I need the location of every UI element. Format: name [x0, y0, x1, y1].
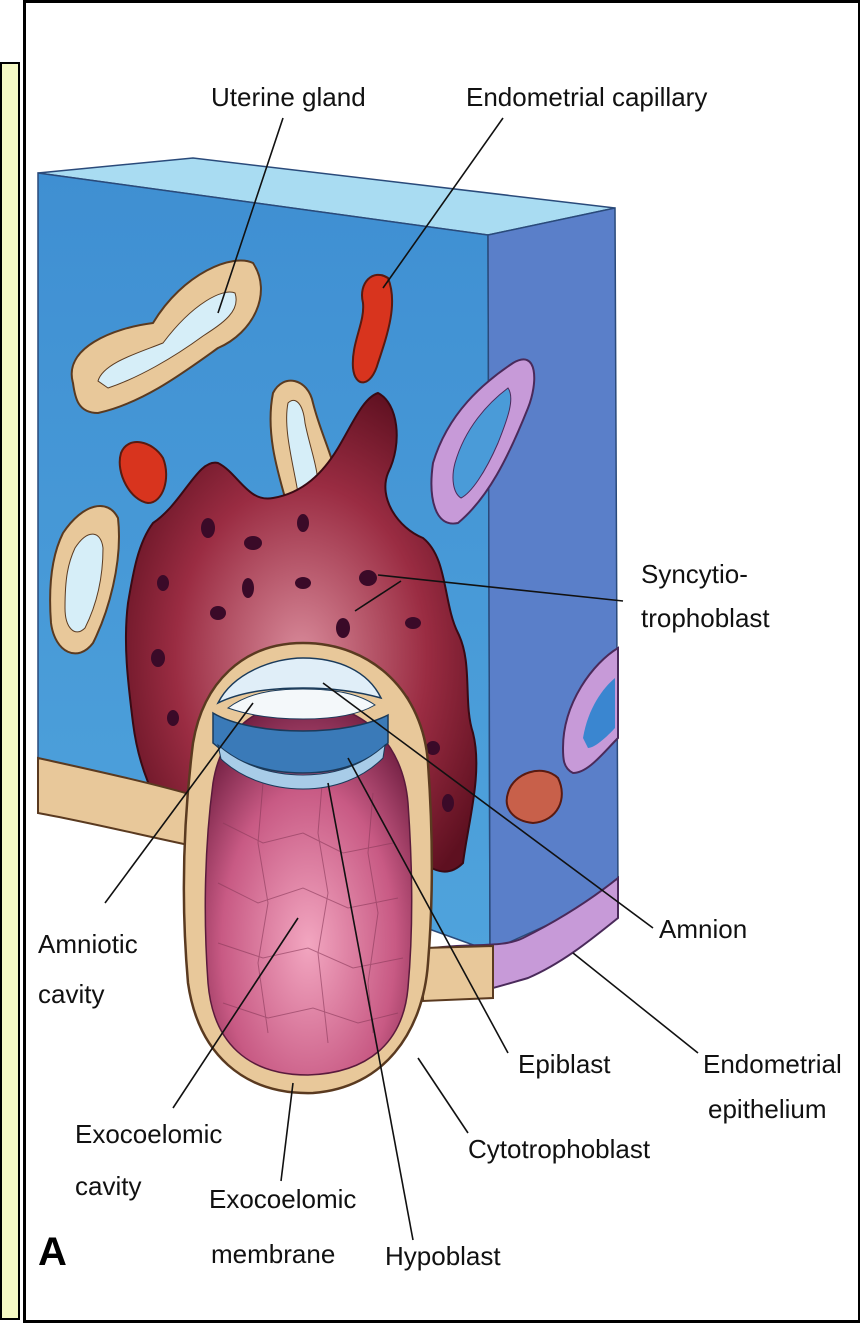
label-epiblast: Epiblast — [518, 1049, 611, 1079]
label-exocoelomic-cavity-2: cavity — [75, 1171, 141, 1201]
implantation-diagram: Uterine gland Endometrial capillary Sync… — [26, 3, 860, 1323]
label-exocoelomic-cavity-1: Exocoelomic — [75, 1119, 222, 1149]
tissue-block-side — [488, 208, 618, 951]
label-hypoblast: Hypoblast — [385, 1241, 501, 1271]
left-side-panel — [0, 62, 20, 1320]
label-endometrial-epithelium-2: epithelium — [708, 1094, 827, 1124]
label-exocoelomic-membrane-2: membrane — [211, 1239, 335, 1269]
label-amnion: Amnion — [659, 914, 747, 944]
label-endometrial-capillary: Endometrial capillary — [466, 82, 707, 112]
label-cytotrophoblast: Cytotrophoblast — [468, 1134, 651, 1164]
label-uterine-gland: Uterine gland — [211, 82, 366, 112]
label-amniotic-cavity-2: cavity — [38, 979, 104, 1009]
label-amniotic-cavity-1: Amniotic — [38, 929, 138, 959]
panel-letter: A — [38, 1230, 67, 1274]
epithelium-junction — [423, 946, 493, 1001]
label-endometrial-epithelium-1: Endometrial — [703, 1049, 842, 1079]
label-syncytiotrophoblast-1: Syncytio- — [641, 559, 748, 589]
label-exocoelomic-membrane-1: Exocoelomic — [209, 1184, 356, 1214]
label-syncytiotrophoblast-2: trophoblast — [641, 603, 770, 633]
figure-frame: Uterine gland Endometrial capillary Sync… — [23, 0, 860, 1323]
